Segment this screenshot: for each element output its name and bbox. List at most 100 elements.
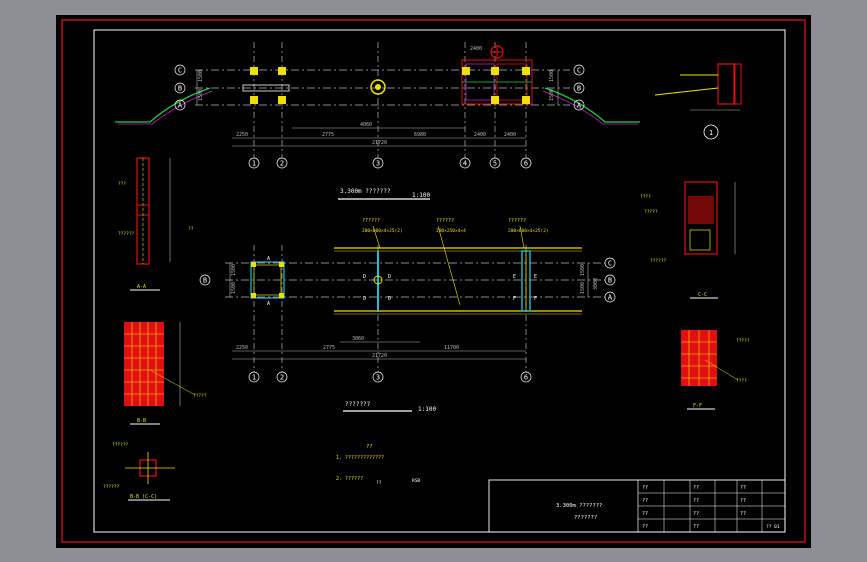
svg-text:??????: ??????: [650, 258, 667, 264]
svg-text:B: B: [178, 85, 182, 93]
svg-text:??????: ??????: [508, 218, 526, 224]
svg-text:2: 2: [280, 374, 284, 382]
svg-text:????: ????: [640, 194, 651, 200]
detail-1: 1: [654, 63, 742, 140]
svg-text:A: A: [178, 102, 183, 110]
sheet-inner-border: [93, 29, 786, 533]
svg-text:3: 3: [376, 374, 380, 382]
svg-text:B: B: [608, 277, 612, 285]
svg-text:??: ??: [642, 498, 648, 504]
svg-text:??: ??: [366, 444, 373, 450]
svg-text:??: ??: [642, 485, 648, 491]
svg-text:?????: ?????: [644, 209, 658, 215]
drawing-title: 3.300m ???????: [556, 503, 602, 509]
svg-text:?????: ?????: [193, 393, 207, 399]
svg-text:2. ??????: 2. ??????: [336, 476, 363, 482]
svg-text:F: F: [513, 296, 516, 302]
svg-text:200×250×4×4: 200×250×4×4: [436, 228, 466, 234]
svg-text:D: D: [388, 296, 391, 302]
svg-text:1500: 1500: [549, 70, 555, 82]
section-f-f: ???? ????? F-F: [681, 330, 750, 410]
svg-text:C-C: C-C: [698, 292, 707, 298]
svg-text:1: 1: [252, 160, 256, 168]
svg-text:2400: 2400: [504, 132, 516, 138]
svg-text:C: C: [178, 67, 182, 75]
svg-text:??: ??: [188, 226, 194, 232]
svg-text:E: E: [513, 274, 516, 280]
section-b-b: ????? B-B: [124, 322, 207, 425]
svg-text:1500: 1500: [198, 70, 204, 82]
svg-text:21720: 21720: [372, 353, 387, 359]
section-c-c: ???? ????? ?????? C-C: [640, 181, 736, 299]
mid-plan-scale: 1:100: [418, 406, 436, 413]
section-a-a: ??? ?????? ?? A-A: [118, 157, 194, 291]
section-b-b-c-c: ?????? ?????? B-B (C-C): [103, 442, 175, 501]
svg-text:??: ??: [642, 524, 648, 530]
svg-text:B: B: [577, 85, 581, 93]
drawing-subtitle: ???????: [574, 515, 597, 521]
svg-text:A: A: [608, 294, 613, 302]
svg-text:??: ??: [376, 480, 382, 486]
top-plan-scale: 1:100: [412, 192, 430, 199]
svg-text:??: ??: [740, 485, 746, 491]
svg-text:??: ??: [693, 511, 699, 517]
title-block: 3.300m ??????? ??????? ?? ?? ?? ?? ?? ??…: [488, 479, 786, 533]
svg-text:1500: 1500: [231, 282, 237, 294]
svg-text:???: ???: [118, 181, 126, 187]
svg-text:B-B: B-B: [137, 418, 146, 424]
svg-text:2: 2: [280, 160, 284, 168]
svg-text:1: 1: [709, 129, 713, 137]
drawing-sheet: [56, 15, 811, 548]
svg-text:??: ??: [693, 498, 699, 504]
svg-text:B: B: [203, 277, 207, 285]
svg-text:3000: 3000: [593, 278, 599, 290]
svg-text:C: C: [577, 67, 581, 75]
svg-text:A: A: [267, 256, 270, 262]
svg-text:??: ??: [693, 524, 699, 530]
svg-text:1500: 1500: [198, 89, 204, 101]
svg-text:200×600×4×25(2): 200×600×4×25(2): [508, 228, 549, 234]
svg-text:??: ??: [740, 511, 746, 517]
svg-text:2400: 2400: [474, 132, 486, 138]
svg-text:5: 5: [493, 160, 497, 168]
svg-text:D: D: [388, 274, 391, 280]
svg-text:E: E: [534, 274, 537, 280]
svg-text:??: ??: [740, 498, 746, 504]
svg-text:D: D: [363, 296, 366, 302]
row-axis-bubbles-top: C B A C B A: [174, 64, 585, 111]
middle-plan: ?????? 200×600×4×25(2) ?????? 200×250×4×…: [199, 218, 616, 413]
svg-text:1: 1: [252, 374, 256, 382]
svg-text:1500: 1500: [231, 264, 237, 276]
svg-text:??????: ??????: [118, 231, 135, 237]
svg-text:F-F: F-F: [693, 403, 702, 409]
svg-text:??: ??: [642, 511, 648, 517]
svg-text:??????: ??????: [103, 484, 120, 490]
svg-text:1500: 1500: [580, 282, 586, 294]
svg-text:6: 6: [524, 374, 528, 382]
svg-text:B-B (C-C): B-B (C-C): [130, 494, 157, 500]
svg-text:2400: 2400: [470, 46, 482, 52]
svg-text:21720: 21720: [372, 140, 387, 146]
svg-text:6: 6: [524, 160, 528, 168]
svg-text:2775: 2775: [323, 345, 335, 351]
svg-text:??????: ??????: [436, 218, 454, 224]
top-plan: 2400 C B A C B A 1500 1500 1500 1500 406…: [115, 42, 640, 200]
svg-text:????: ????: [736, 378, 747, 384]
svg-text:2775: 2775: [322, 132, 334, 138]
svg-text:RSB: RSB: [412, 478, 420, 484]
svg-text:1500: 1500: [580, 264, 586, 276]
mid-plan-title: ???????: [345, 401, 371, 408]
svg-text:?? 01: ?? 01: [766, 524, 780, 530]
svg-text:1. ?????????????: 1. ?????????????: [336, 455, 384, 461]
svg-text:2250: 2250: [236, 132, 248, 138]
general-notes: ?? 1. ????????????? 2. ?????? ?? RSB: [336, 444, 420, 486]
col-axis-bubbles-top: 1 2 3 4 5 6: [248, 157, 532, 169]
sheet-outer-border: [61, 19, 806, 543]
svg-text:A: A: [267, 301, 270, 307]
svg-text:C: C: [608, 260, 612, 268]
svg-text:4: 4: [463, 160, 467, 168]
svg-text:A: A: [577, 102, 582, 110]
svg-text:2250: 2250: [236, 345, 248, 351]
svg-text:1500: 1500: [549, 89, 555, 101]
